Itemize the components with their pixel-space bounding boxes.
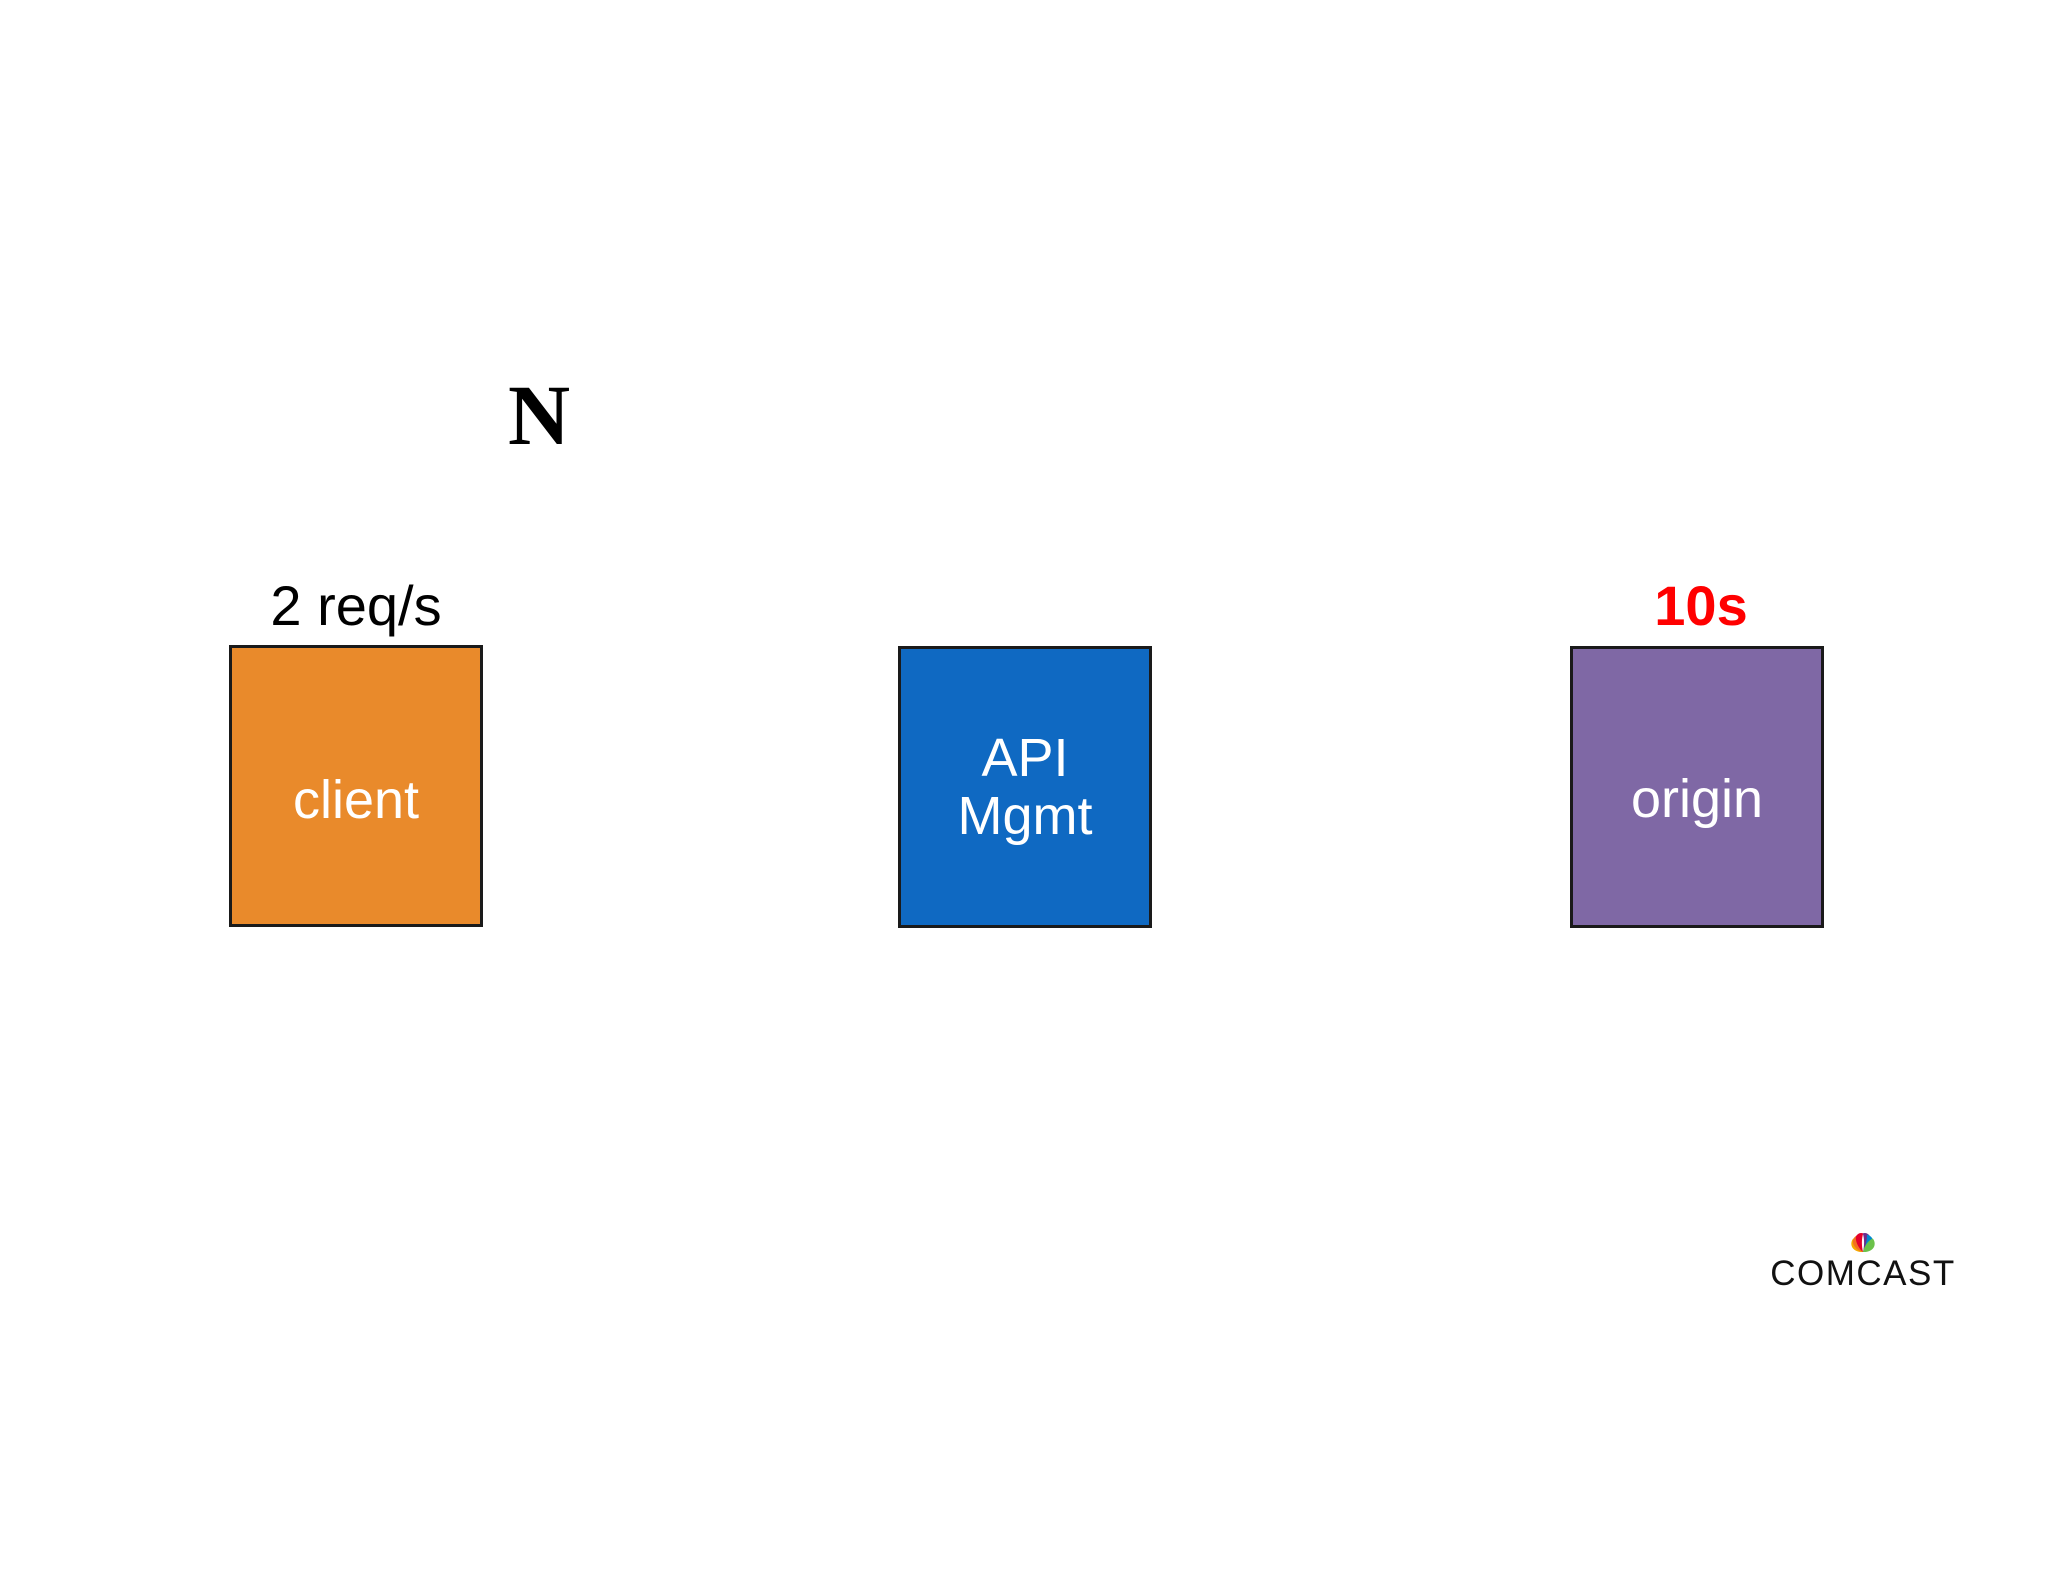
annotation-letter-n: N: [508, 367, 571, 463]
node-origin-label: origin: [1630, 768, 1764, 829]
nbc-peacock-icon: [1851, 1233, 1875, 1253]
comcast-wordmark: COMCAST: [1770, 1254, 1956, 1293]
node-api-mgmt-label: API Mgmt: [957, 727, 1093, 846]
node-client-label: client: [292, 769, 420, 830]
node-api-mgmt[interactable]: API Mgmt: [898, 646, 1152, 928]
request-rate-label: 2 req/s: [270, 574, 442, 637]
node-client[interactable]: client: [229, 645, 483, 927]
comcast-logo: COMCAST: [1768, 1222, 1958, 1291]
latency-label: 10s: [1654, 574, 1748, 637]
node-origin[interactable]: origin: [1570, 646, 1824, 928]
